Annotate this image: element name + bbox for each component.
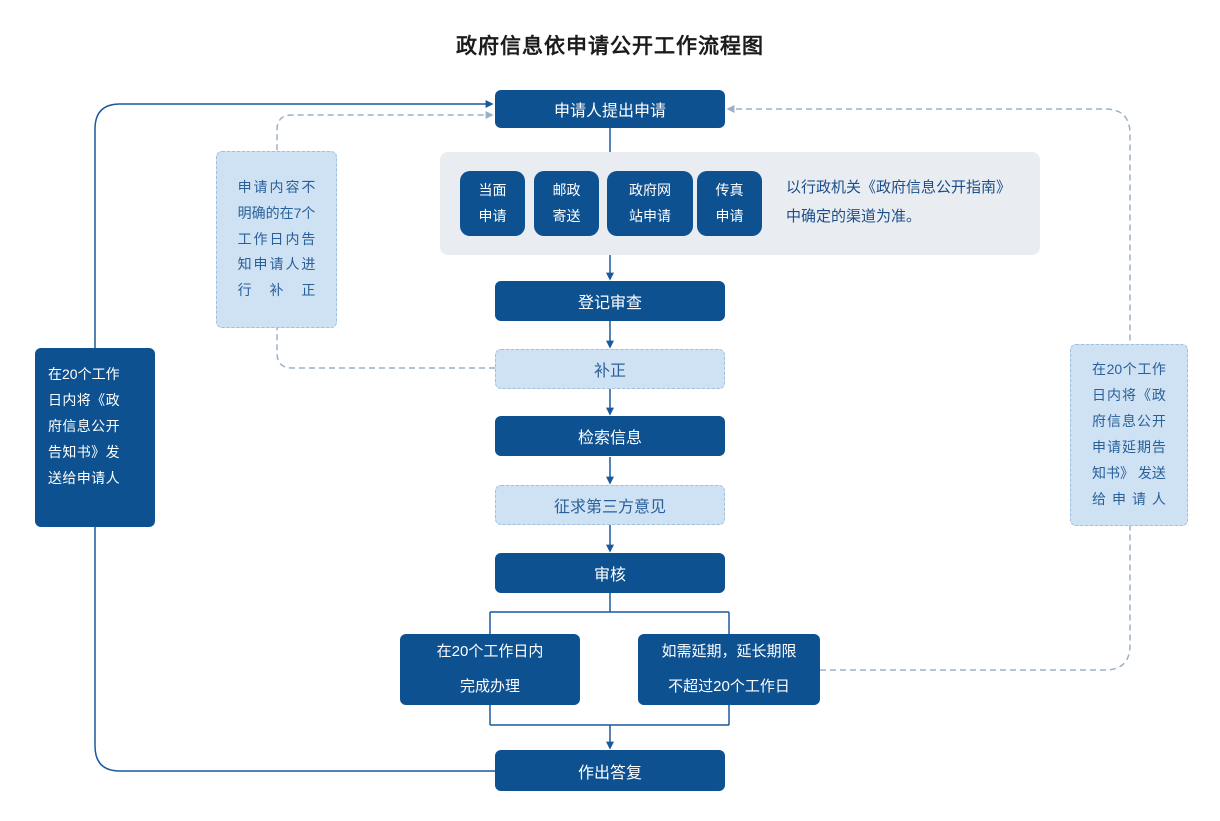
page-title: 政府信息依申请公开工作流程图 [456, 35, 764, 58]
node-channel-in-person: 当面 申请 [460, 171, 525, 236]
node-complete-in-20-days: 在20个工作日内 完成办理 [400, 634, 580, 705]
node-review: 审核 [495, 553, 725, 593]
node-extension: 如需延期，延长期限 不超过20个工作日 [638, 634, 820, 705]
node-supplement: 补正 [495, 349, 725, 389]
node-retrieve-info: 检索信息 [495, 416, 725, 456]
channel-note: 以行政机关《政府信息公开指南》 中确定的渠道为准。 [786, 179, 1012, 225]
node-channel-postal: 邮政 寄送 [534, 171, 599, 236]
node-channel-website: 政府网 站申请 [607, 171, 693, 236]
note-supplement-within-7-days: 申请内容不 明确的在7个 工作日内告 知申请人进 行补正 [216, 151, 337, 328]
note-disclosure-notice: 在20个工作 日内将《政 府信息公开 告知书》发 送给申请人 [35, 348, 155, 527]
note-extension-notice: 在20个工作 日内将《政 府信息公开 申请延期告 知书》 发送 给申请人 [1070, 344, 1188, 526]
node-reply: 作出答复 [495, 750, 725, 791]
node-third-party-opinion: 征求第三方意见 [495, 485, 725, 525]
node-register-review: 登记审查 [495, 281, 725, 321]
node-channel-fax: 传真 申请 [697, 171, 762, 236]
node-apply: 申请人提出申请 [495, 90, 725, 128]
